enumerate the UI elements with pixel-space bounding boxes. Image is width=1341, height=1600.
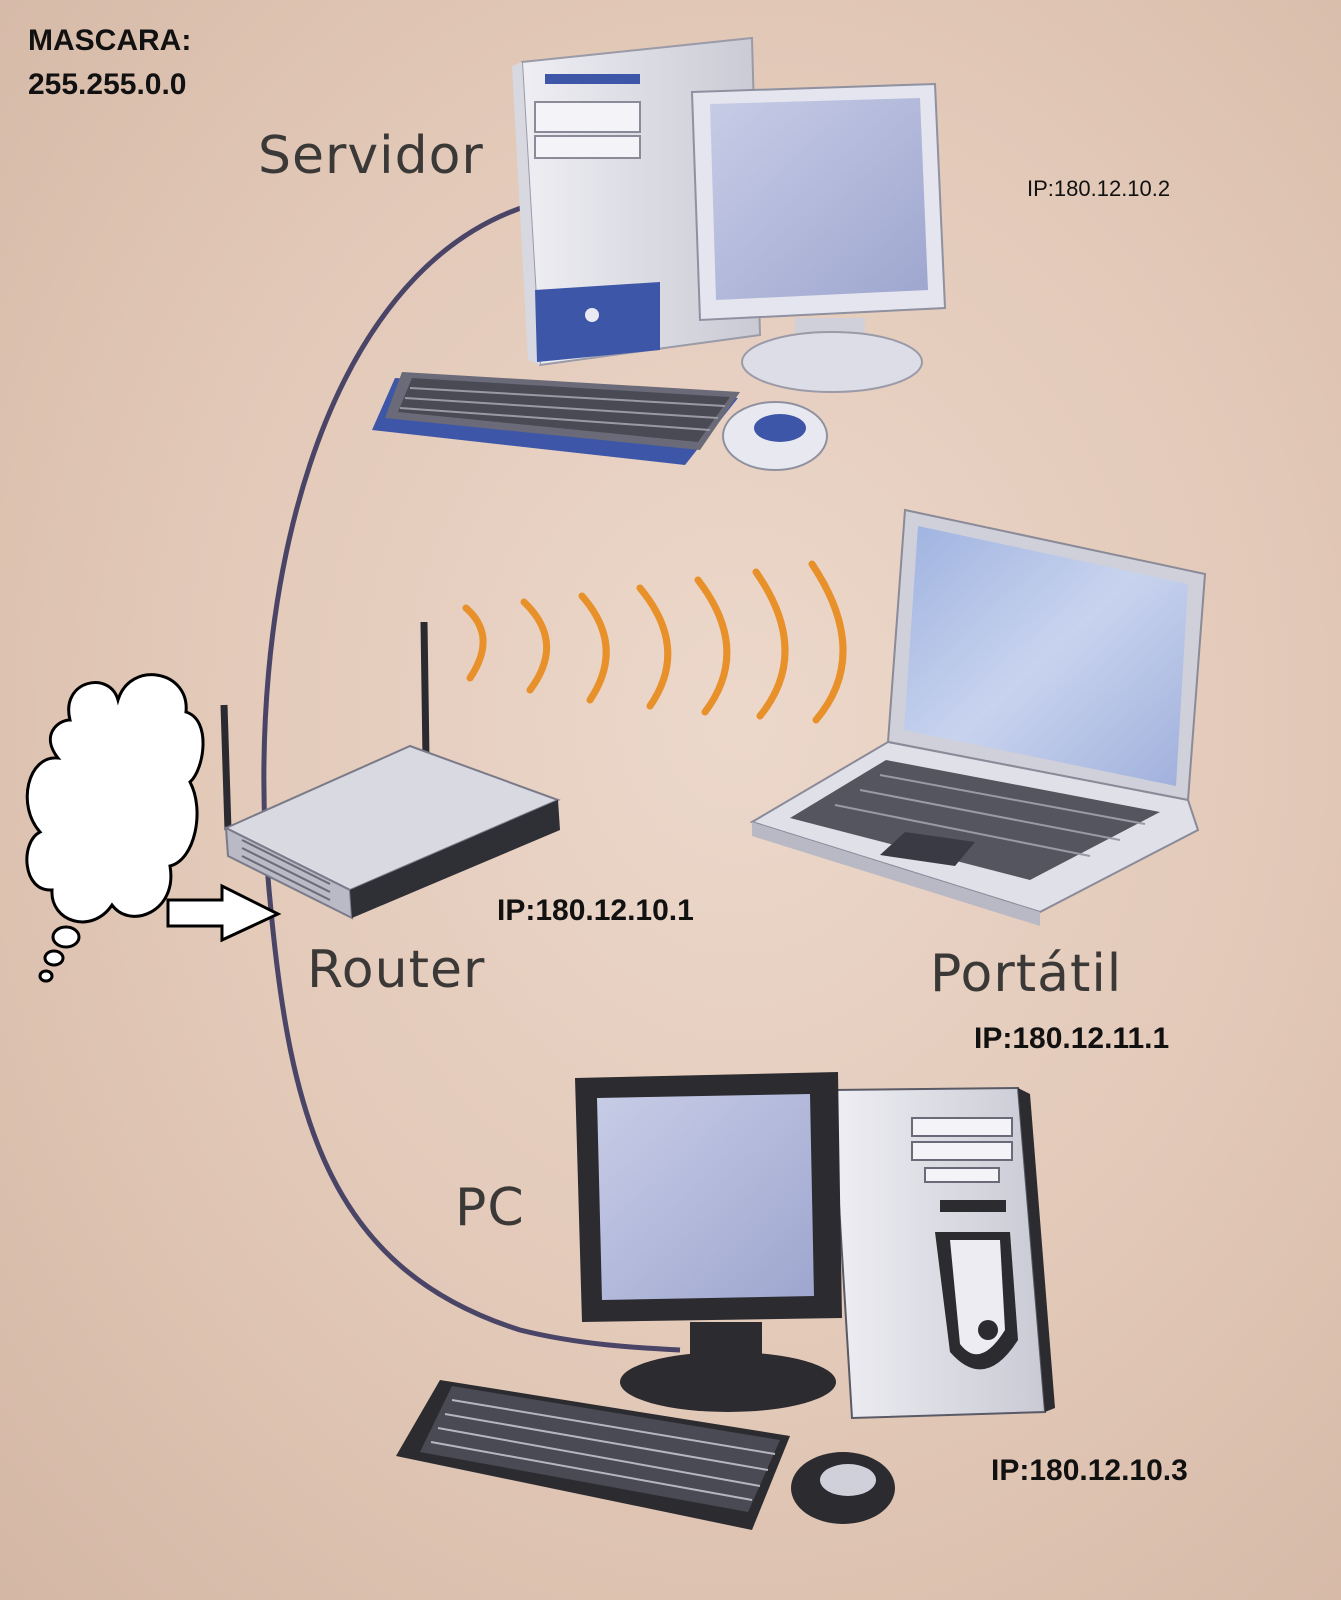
internet-label: INTERNET — [46, 784, 191, 816]
pc-label: PC — [455, 1178, 525, 1238]
wifi-waves-icon — [462, 560, 847, 724]
laptop-label: Portátil — [930, 944, 1123, 1004]
pc-ip: IP:180.12.10.3 — [991, 1454, 1188, 1487]
mask-value: 255.255.0.0 — [28, 68, 187, 101]
network-cable — [261, 202, 681, 1353]
server-ip: IP:180.12.10.2 — [1027, 176, 1171, 201]
router-label: Router — [307, 940, 486, 1000]
mask-label: MASCARA: — [28, 24, 192, 57]
router-ip: IP:180.12.10.1 — [497, 894, 694, 927]
server-label: Servidor — [258, 126, 484, 186]
pc-computer-icon — [396, 1072, 1055, 1530]
server-computer-icon — [372, 36, 947, 471]
cloud-icon — [25, 673, 205, 983]
arrow-icon — [166, 883, 282, 943]
laptop-icon — [749, 508, 1207, 926]
laptop-ip: IP:180.12.11.1 — [974, 1022, 1170, 1055]
router-icon — [220, 621, 561, 920]
